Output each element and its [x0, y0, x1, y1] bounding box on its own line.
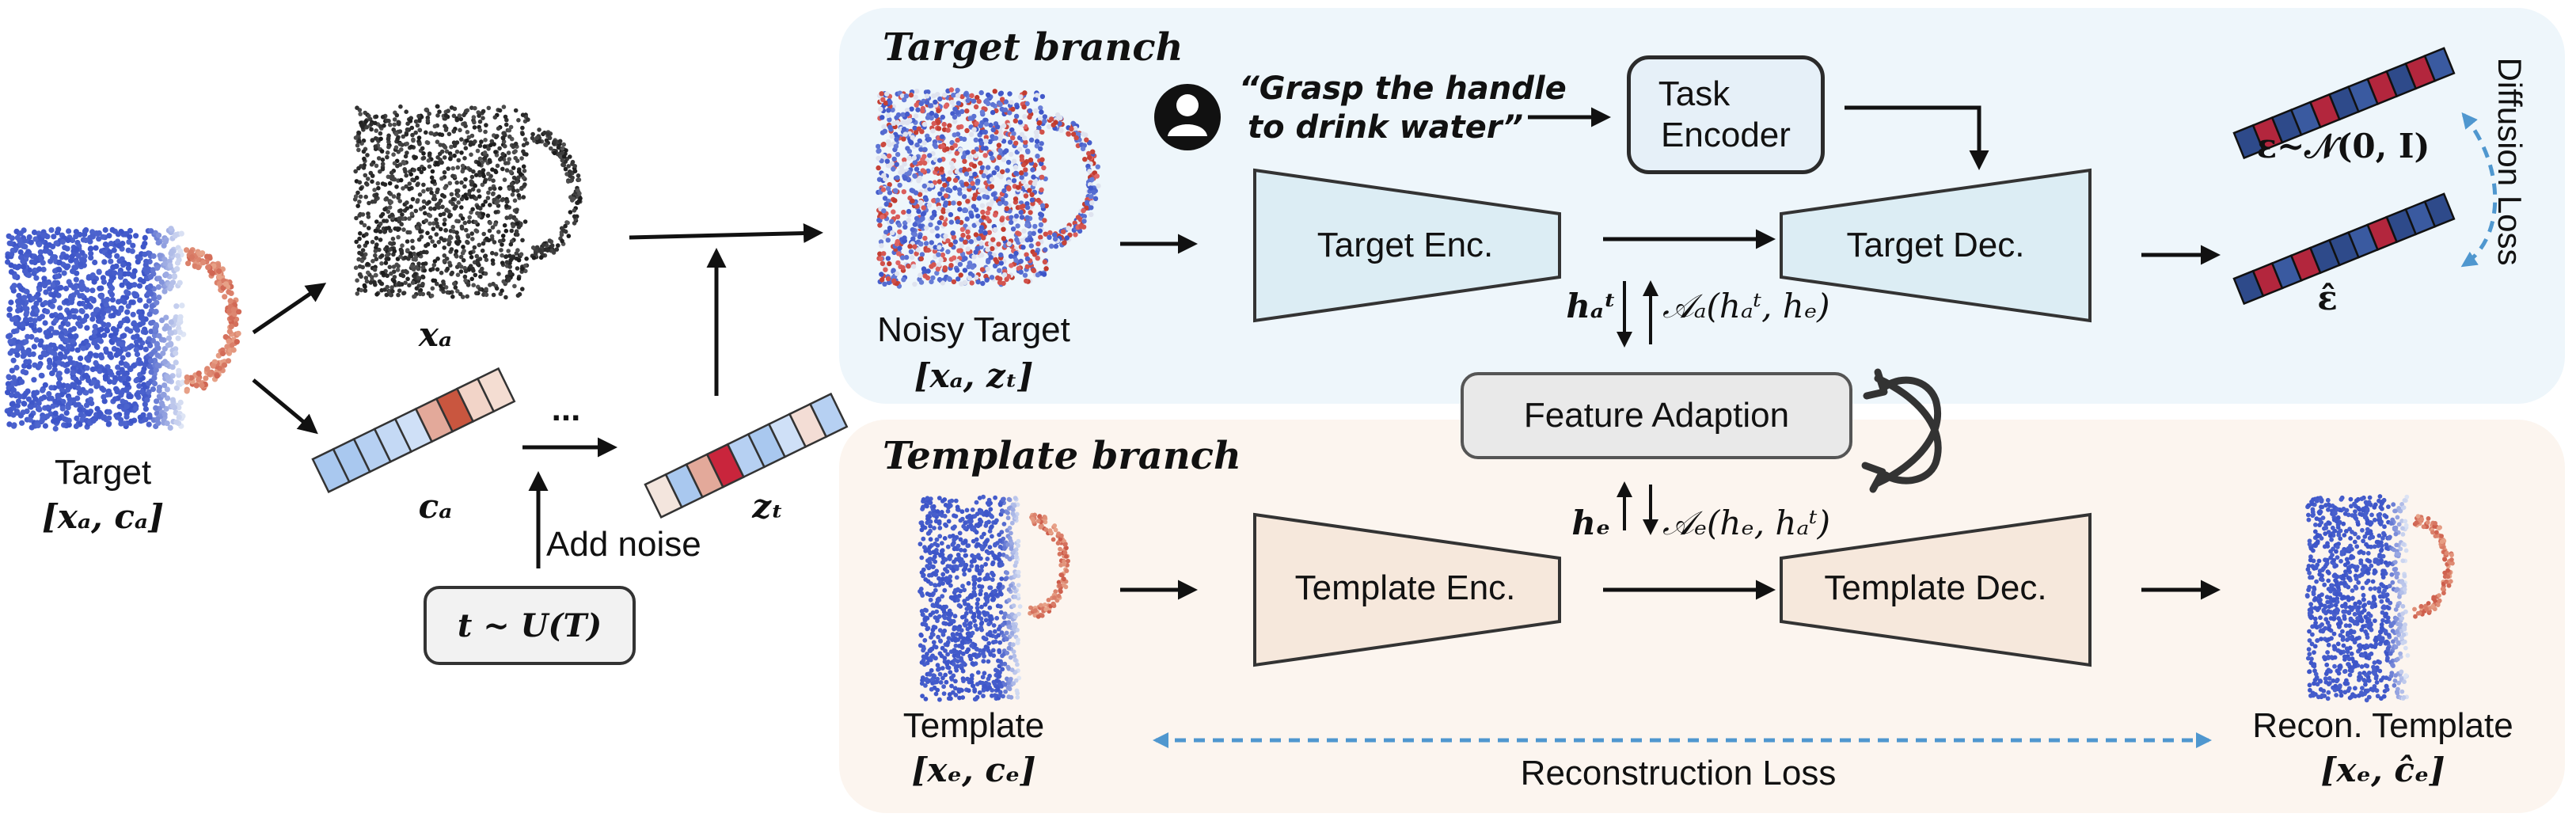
h-a-t-label: hₐᵗ	[1566, 287, 1617, 325]
noisy-vector-zt	[644, 392, 849, 519]
ellipsis: ...	[551, 390, 581, 428]
noisy-target-label: Noisy Target	[877, 310, 1070, 349]
instruction-line-1: “Grasp the handle	[1239, 70, 1567, 107]
noise-vector-epsilon	[2232, 47, 2456, 160]
template-decoder-block	[1780, 512, 2092, 667]
target-decoder-label: Target Dec.	[1846, 226, 2025, 264]
arrow-target-to-xa	[252, 283, 327, 335]
attention-e-label: 𝒜ₑ(hₑ, hₐᵗ)	[1662, 504, 1830, 542]
ca-label: cₐ	[418, 487, 453, 526]
noisy-target-tuple: [xₐ, zₜ]	[914, 356, 1034, 395]
task-encoder-line-2: Encoder	[1661, 116, 1791, 154]
instruction-line-2: to drink water”	[1247, 108, 1524, 146]
template-encoder-block	[1253, 512, 1561, 667]
arrow-target-to-ca	[252, 378, 318, 435]
epsilon-label: ε~𝒩(0, I)	[2256, 127, 2430, 165]
template-decoder-label: Template Dec.	[1824, 568, 2047, 607]
h-e-label: hₑ	[1571, 504, 1611, 542]
geometry-point-cloud	[352, 104, 583, 300]
target-label: Target	[54, 453, 152, 492]
epsilon-hat-label: ε̂	[2317, 279, 2338, 317]
add-noise-label: Add noise	[546, 525, 701, 564]
arrow-encoder-to-decoder	[1845, 105, 1989, 170]
predicted-noise-vector	[2232, 192, 2456, 306]
task-encoder-box: Task Encoder	[1627, 55, 1825, 174]
task-encoder-line-1: Task	[1658, 74, 1731, 114]
template-tuple: [xₑ, cₑ]	[911, 751, 1036, 789]
noisy-target-point-cloud	[876, 87, 1101, 289]
template-point-cloud	[918, 494, 1070, 702]
zt-label: zₜ	[752, 487, 784, 526]
recon-template-tuple: [xₑ, ĉₑ]	[2320, 751, 2445, 789]
time-sampling-box: t ~ U(T)	[424, 586, 636, 665]
reconstruction-loss-label: Reconstruction Loss	[1520, 754, 1837, 792]
recon-template-label: Recon. Template	[2252, 706, 2513, 745]
swap-arrows-icon	[1861, 368, 1942, 493]
template-branch-title: Template branch	[883, 434, 1241, 478]
target-point-cloud	[4, 226, 242, 432]
target-encoder-label: Target Enc.	[1316, 226, 1494, 264]
user-icon	[1154, 84, 1221, 150]
template-encoder-label: Template Enc.	[1294, 568, 1516, 607]
diffusion-loss-label: Diffusion Loss	[2491, 57, 2529, 266]
instruction-text: “Grasp the handle to drink water”	[1239, 70, 1567, 147]
arrow-to-target-branch	[629, 223, 823, 243]
feature-adaption-box: Feature Adaption	[1461, 372, 1852, 459]
reconstructed-template-point-cloud	[2304, 494, 2455, 703]
target-decoder-block	[1780, 168, 2092, 323]
template-label: Template	[902, 706, 1045, 745]
xa-label: xₐ	[418, 315, 453, 354]
affordance-vector-ca	[311, 367, 516, 494]
target-encoder-block	[1253, 168, 1561, 323]
target-branch-title: Target branch	[883, 25, 1184, 70]
diffusion-loss-arrow	[2460, 112, 2498, 268]
attention-a-label: 𝒜ₐ(hₐᵗ, hₑ)	[1662, 287, 1830, 325]
target-tuple: [xₐ, cₐ]	[42, 497, 164, 536]
